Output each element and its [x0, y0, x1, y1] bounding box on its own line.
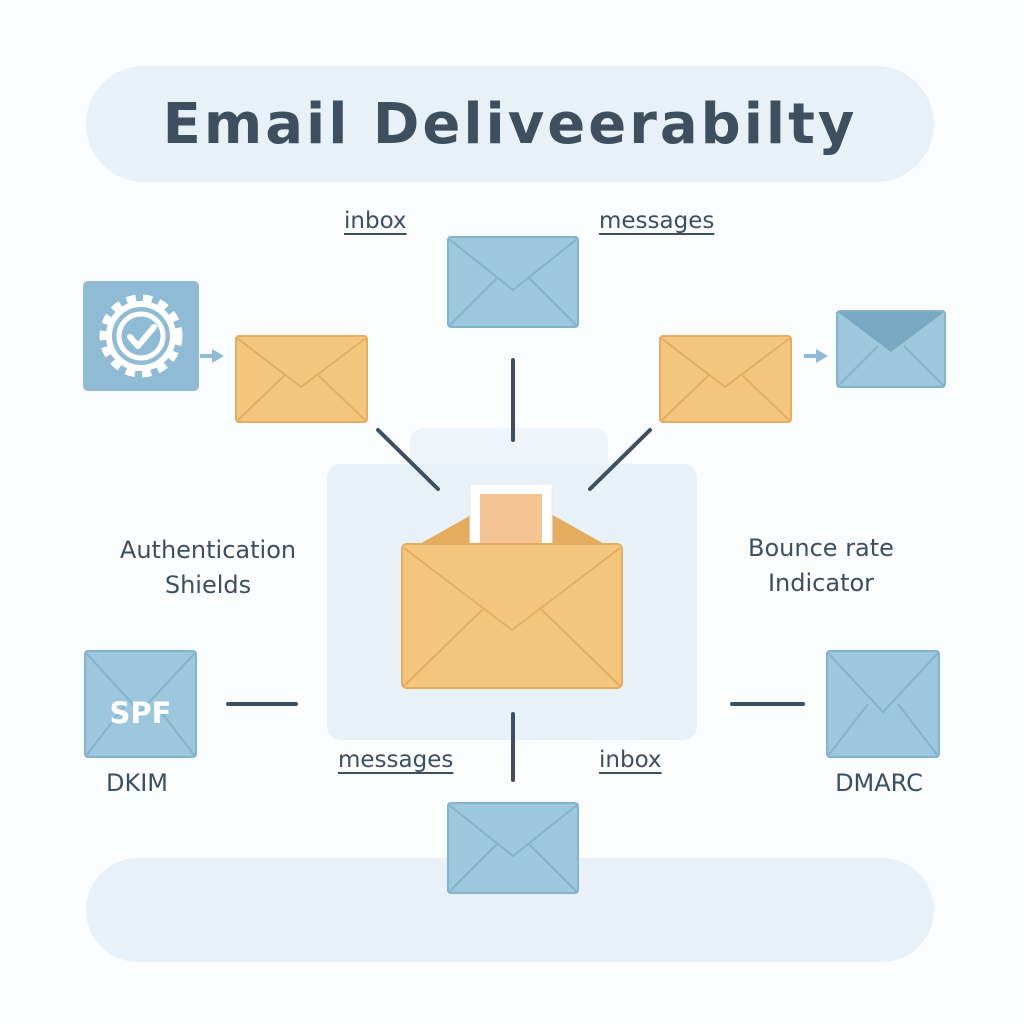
spf-label: SPF — [109, 696, 172, 730]
page-title: Email Deliveerabilty — [162, 91, 858, 157]
open-envelope-icon — [401, 483, 623, 689]
bounce-label-line1: Bounce rate — [748, 534, 894, 562]
connector-top-left — [376, 428, 440, 491]
arrow-right-icon — [200, 349, 224, 363]
link-messages-bottom[interactable]: messages — [338, 747, 454, 773]
envelope-icon — [836, 310, 946, 388]
link-messages-top[interactable]: messages — [599, 208, 715, 234]
envelope-icon — [447, 236, 579, 328]
bounce-label-line2: Indicator — [767, 569, 875, 597]
dkim-label: DKIM — [105, 769, 168, 797]
authentication-label-line2: Shields — [164, 571, 252, 599]
envelope-icon — [659, 335, 792, 423]
arrow-right-icon — [804, 349, 828, 363]
authentication-label-line1: Authentication — [119, 536, 297, 564]
envelope-icon — [826, 650, 940, 758]
title-banner — [86, 66, 934, 182]
connector-top-right — [588, 428, 652, 491]
bounce-rate-indicator-label: Bounce rate Indicator — [726, 531, 916, 601]
dmarc-label: DMARC — [835, 769, 923, 797]
link-inbox-top[interactable]: inbox — [344, 208, 407, 234]
envelope-icon — [447, 802, 579, 894]
gear-check-icon — [83, 281, 199, 391]
spf-envelope-icon — [84, 650, 197, 758]
authentication-shields-label: Authentication Shields — [94, 533, 322, 603]
envelope-icon — [235, 335, 368, 423]
link-inbox-bottom[interactable]: inbox — [599, 747, 662, 773]
